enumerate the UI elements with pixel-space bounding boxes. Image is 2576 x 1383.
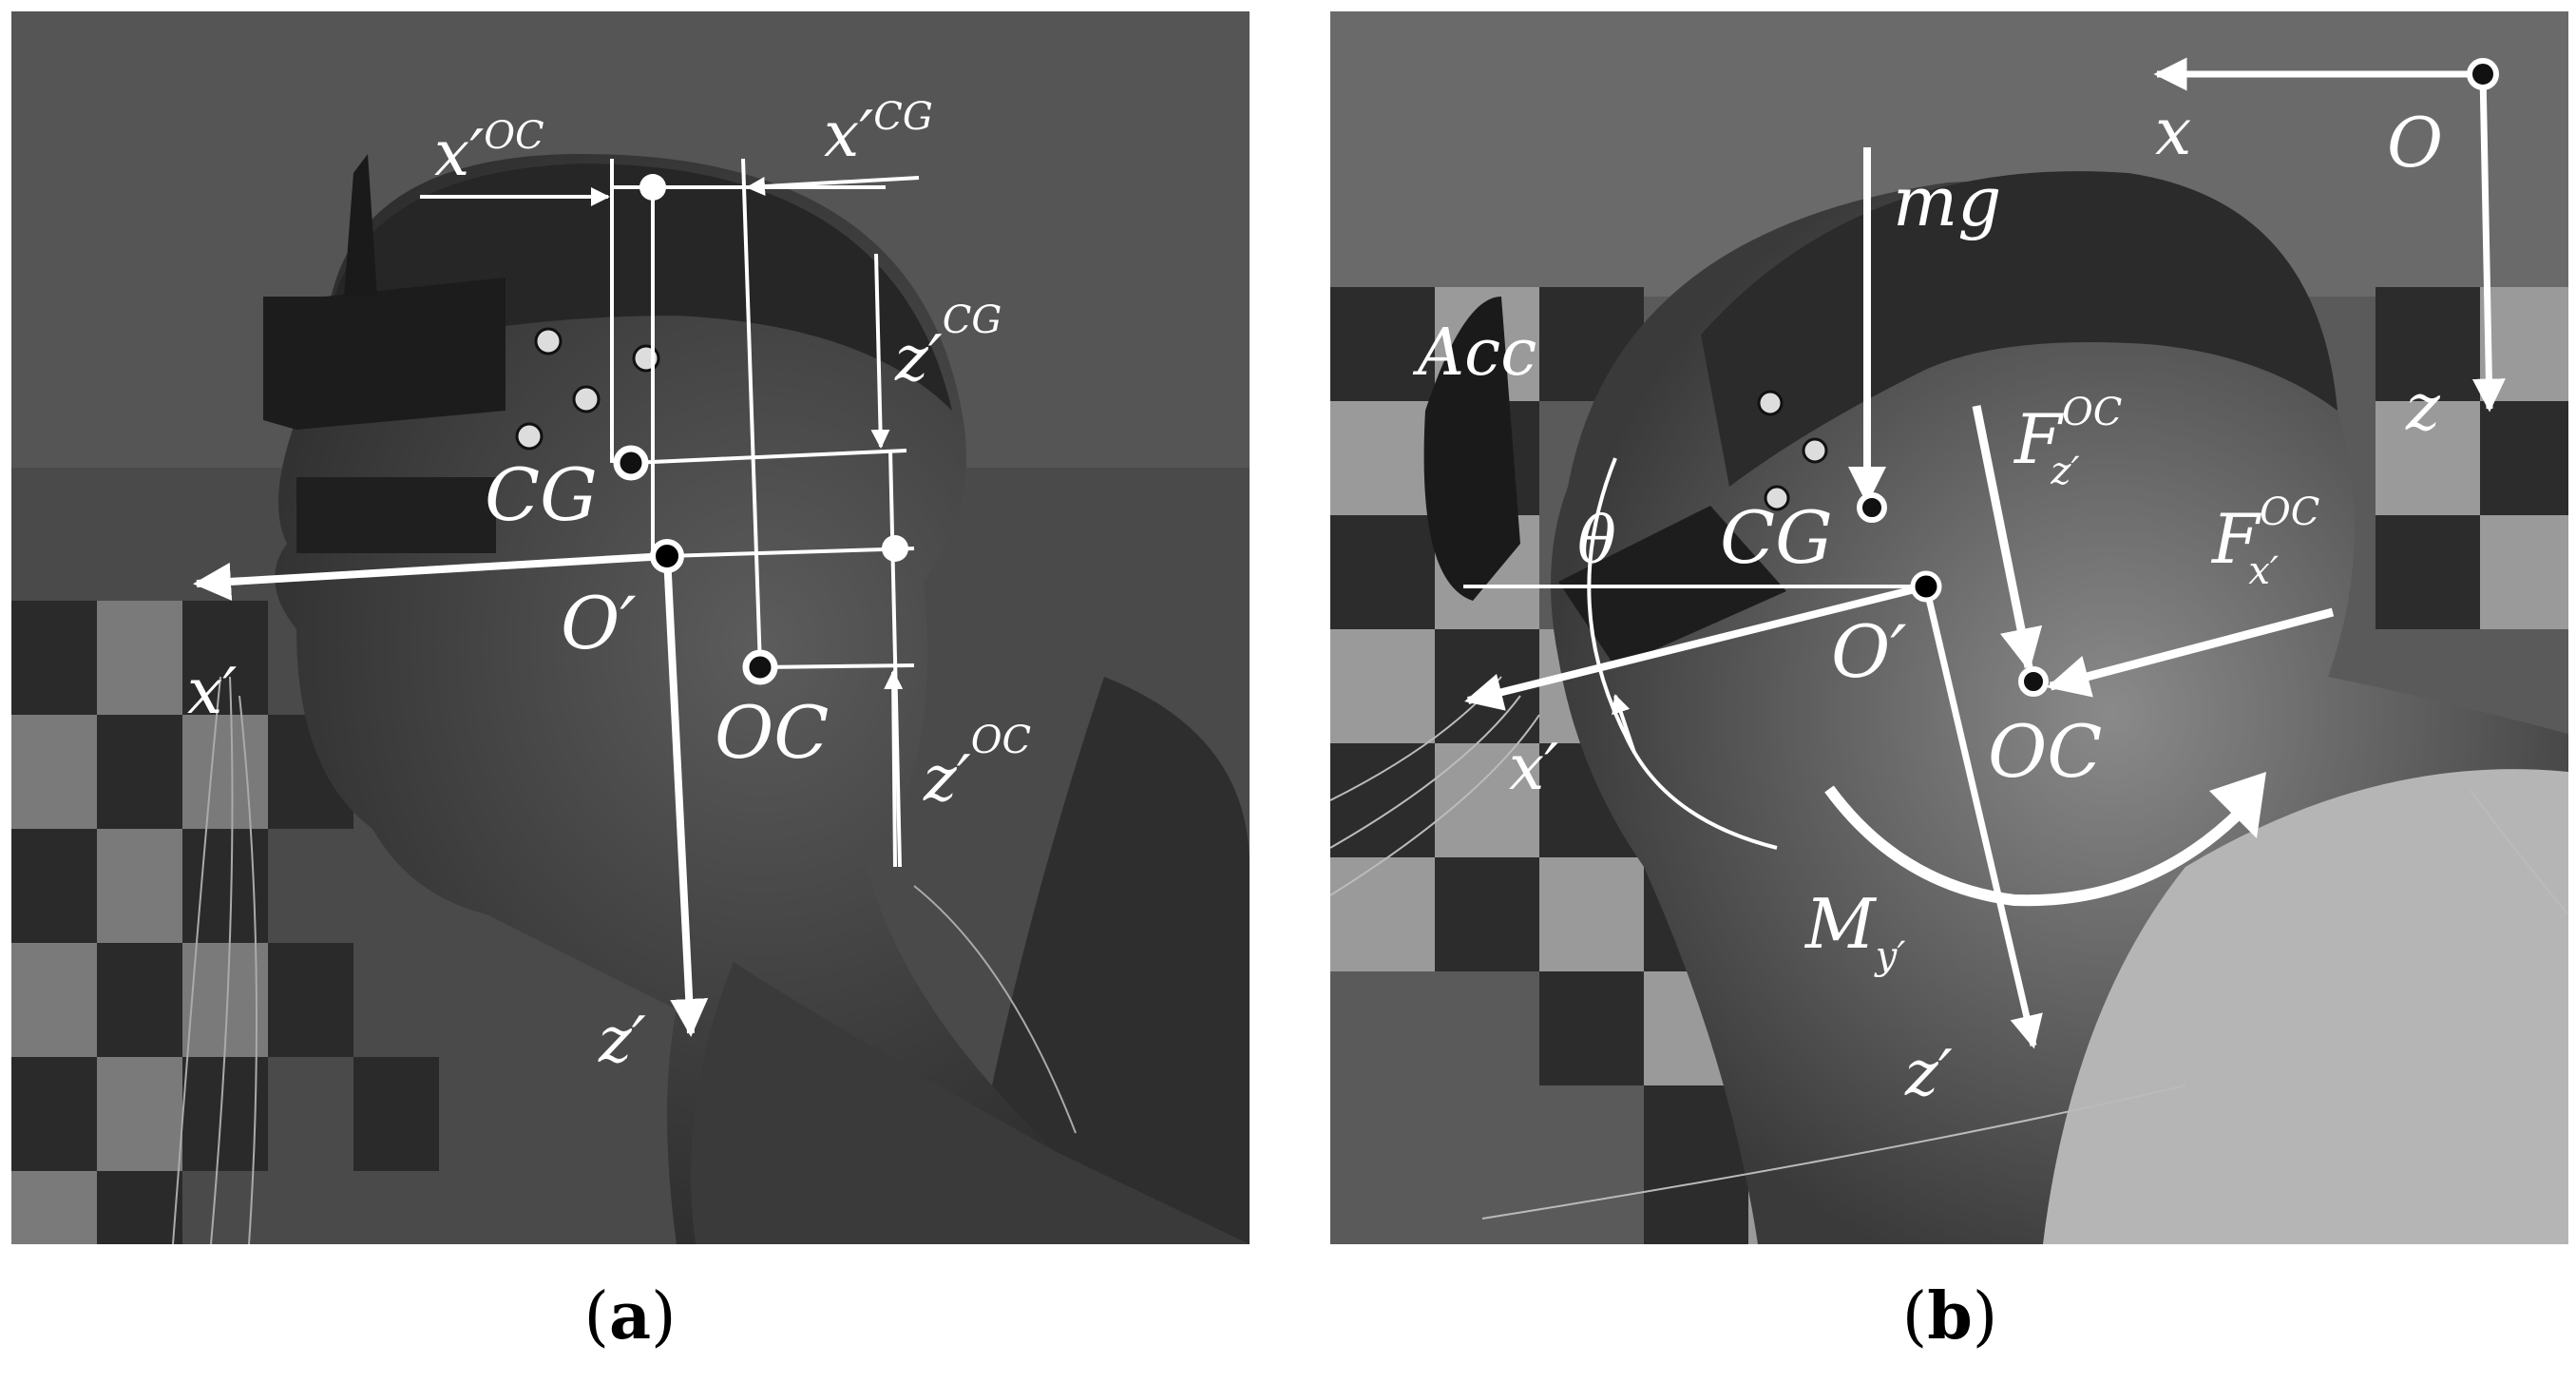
x-prime-axis (193, 552, 668, 601)
shoulder (2043, 769, 2568, 1244)
oc-point (2018, 666, 2049, 697)
head-strap (1423, 297, 1520, 601)
o-prime-point (1910, 570, 1942, 603)
z-dim-vertical (888, 450, 902, 868)
checkerboard-light (11, 601, 268, 1244)
antenna (344, 154, 377, 297)
panel-a-photo: x′OC x′CG z′CG z′OC CG O′ OC x′ z′ (11, 11, 1250, 1244)
head-silhouette (275, 154, 1250, 1244)
theta-arc-head (1612, 694, 1636, 754)
label-z: z (2405, 371, 2441, 446)
shirt (691, 962, 1250, 1244)
label-x-oc: x′OC (434, 114, 544, 190)
label-cg: CG (485, 452, 598, 537)
label-z-prime-axis: z′ (598, 1004, 646, 1077)
caption-a: (a) (583, 1278, 677, 1354)
right-point (882, 535, 908, 562)
backrest (962, 677, 1250, 1244)
oc-horizontal (759, 663, 915, 669)
label-x-cg: x′CG (824, 95, 933, 171)
label-x: x (2155, 95, 2191, 170)
top-point (639, 174, 666, 201)
label-z-cg: z′CG (894, 298, 1002, 395)
theta-arc (1587, 457, 1778, 850)
fx-arrow (2046, 607, 2335, 698)
label-x-prime-axis: x′ (1509, 731, 1558, 804)
cg-point (613, 445, 649, 481)
z-cg-arrow (870, 253, 890, 449)
label-z-prime-axis: z′ (1904, 1037, 1953, 1110)
panel-a-diagram: x′OC x′CG z′CG z′OC CG O′ OC x′ z′ (11, 11, 1250, 1244)
label-my: My′ (1803, 884, 1905, 978)
label-oc: OC (1988, 709, 2102, 794)
z-oc-arrow (884, 670, 904, 868)
face-markers (1757, 390, 1828, 511)
label-o-prime: O′ (1831, 609, 1907, 694)
label-oc: OC (715, 690, 829, 775)
head-strap (263, 278, 506, 430)
cg-point (1857, 492, 1887, 523)
label-mg: mg (1893, 162, 2001, 241)
cap (1701, 171, 2337, 488)
label-o: O (2387, 103, 2443, 182)
label-z-oc: z′OC (923, 719, 1031, 816)
o-horizontal (666, 547, 915, 558)
fz-arrow (1972, 405, 2043, 672)
moment-arc-head (2209, 772, 2266, 838)
cap (325, 163, 952, 411)
o-prime-point (650, 539, 684, 573)
cg-horizontal (630, 449, 907, 465)
label-theta: θ (1577, 504, 1616, 579)
label-o-prime: O′ (561, 581, 637, 665)
label-acc: Acc (1412, 316, 1536, 391)
wires (172, 676, 1077, 1244)
label-x-prime-axis: x′ (187, 655, 237, 728)
caption-b: (b) (1901, 1278, 1998, 1354)
label-cg: CG (1720, 495, 1833, 580)
eye-bar (296, 477, 496, 553)
o-global-point (2467, 58, 2499, 90)
x-cg-arrow (746, 176, 920, 196)
moment-arc (1824, 785, 2247, 907)
x-cg-right-line (741, 158, 762, 668)
oc-point (742, 649, 778, 685)
reference-lines (610, 158, 915, 868)
z-prime-axis (663, 555, 709, 1037)
x-prime-axis (1464, 583, 1927, 711)
z-axis-global (2471, 73, 2506, 413)
z-prime-axis (1922, 586, 2043, 1049)
